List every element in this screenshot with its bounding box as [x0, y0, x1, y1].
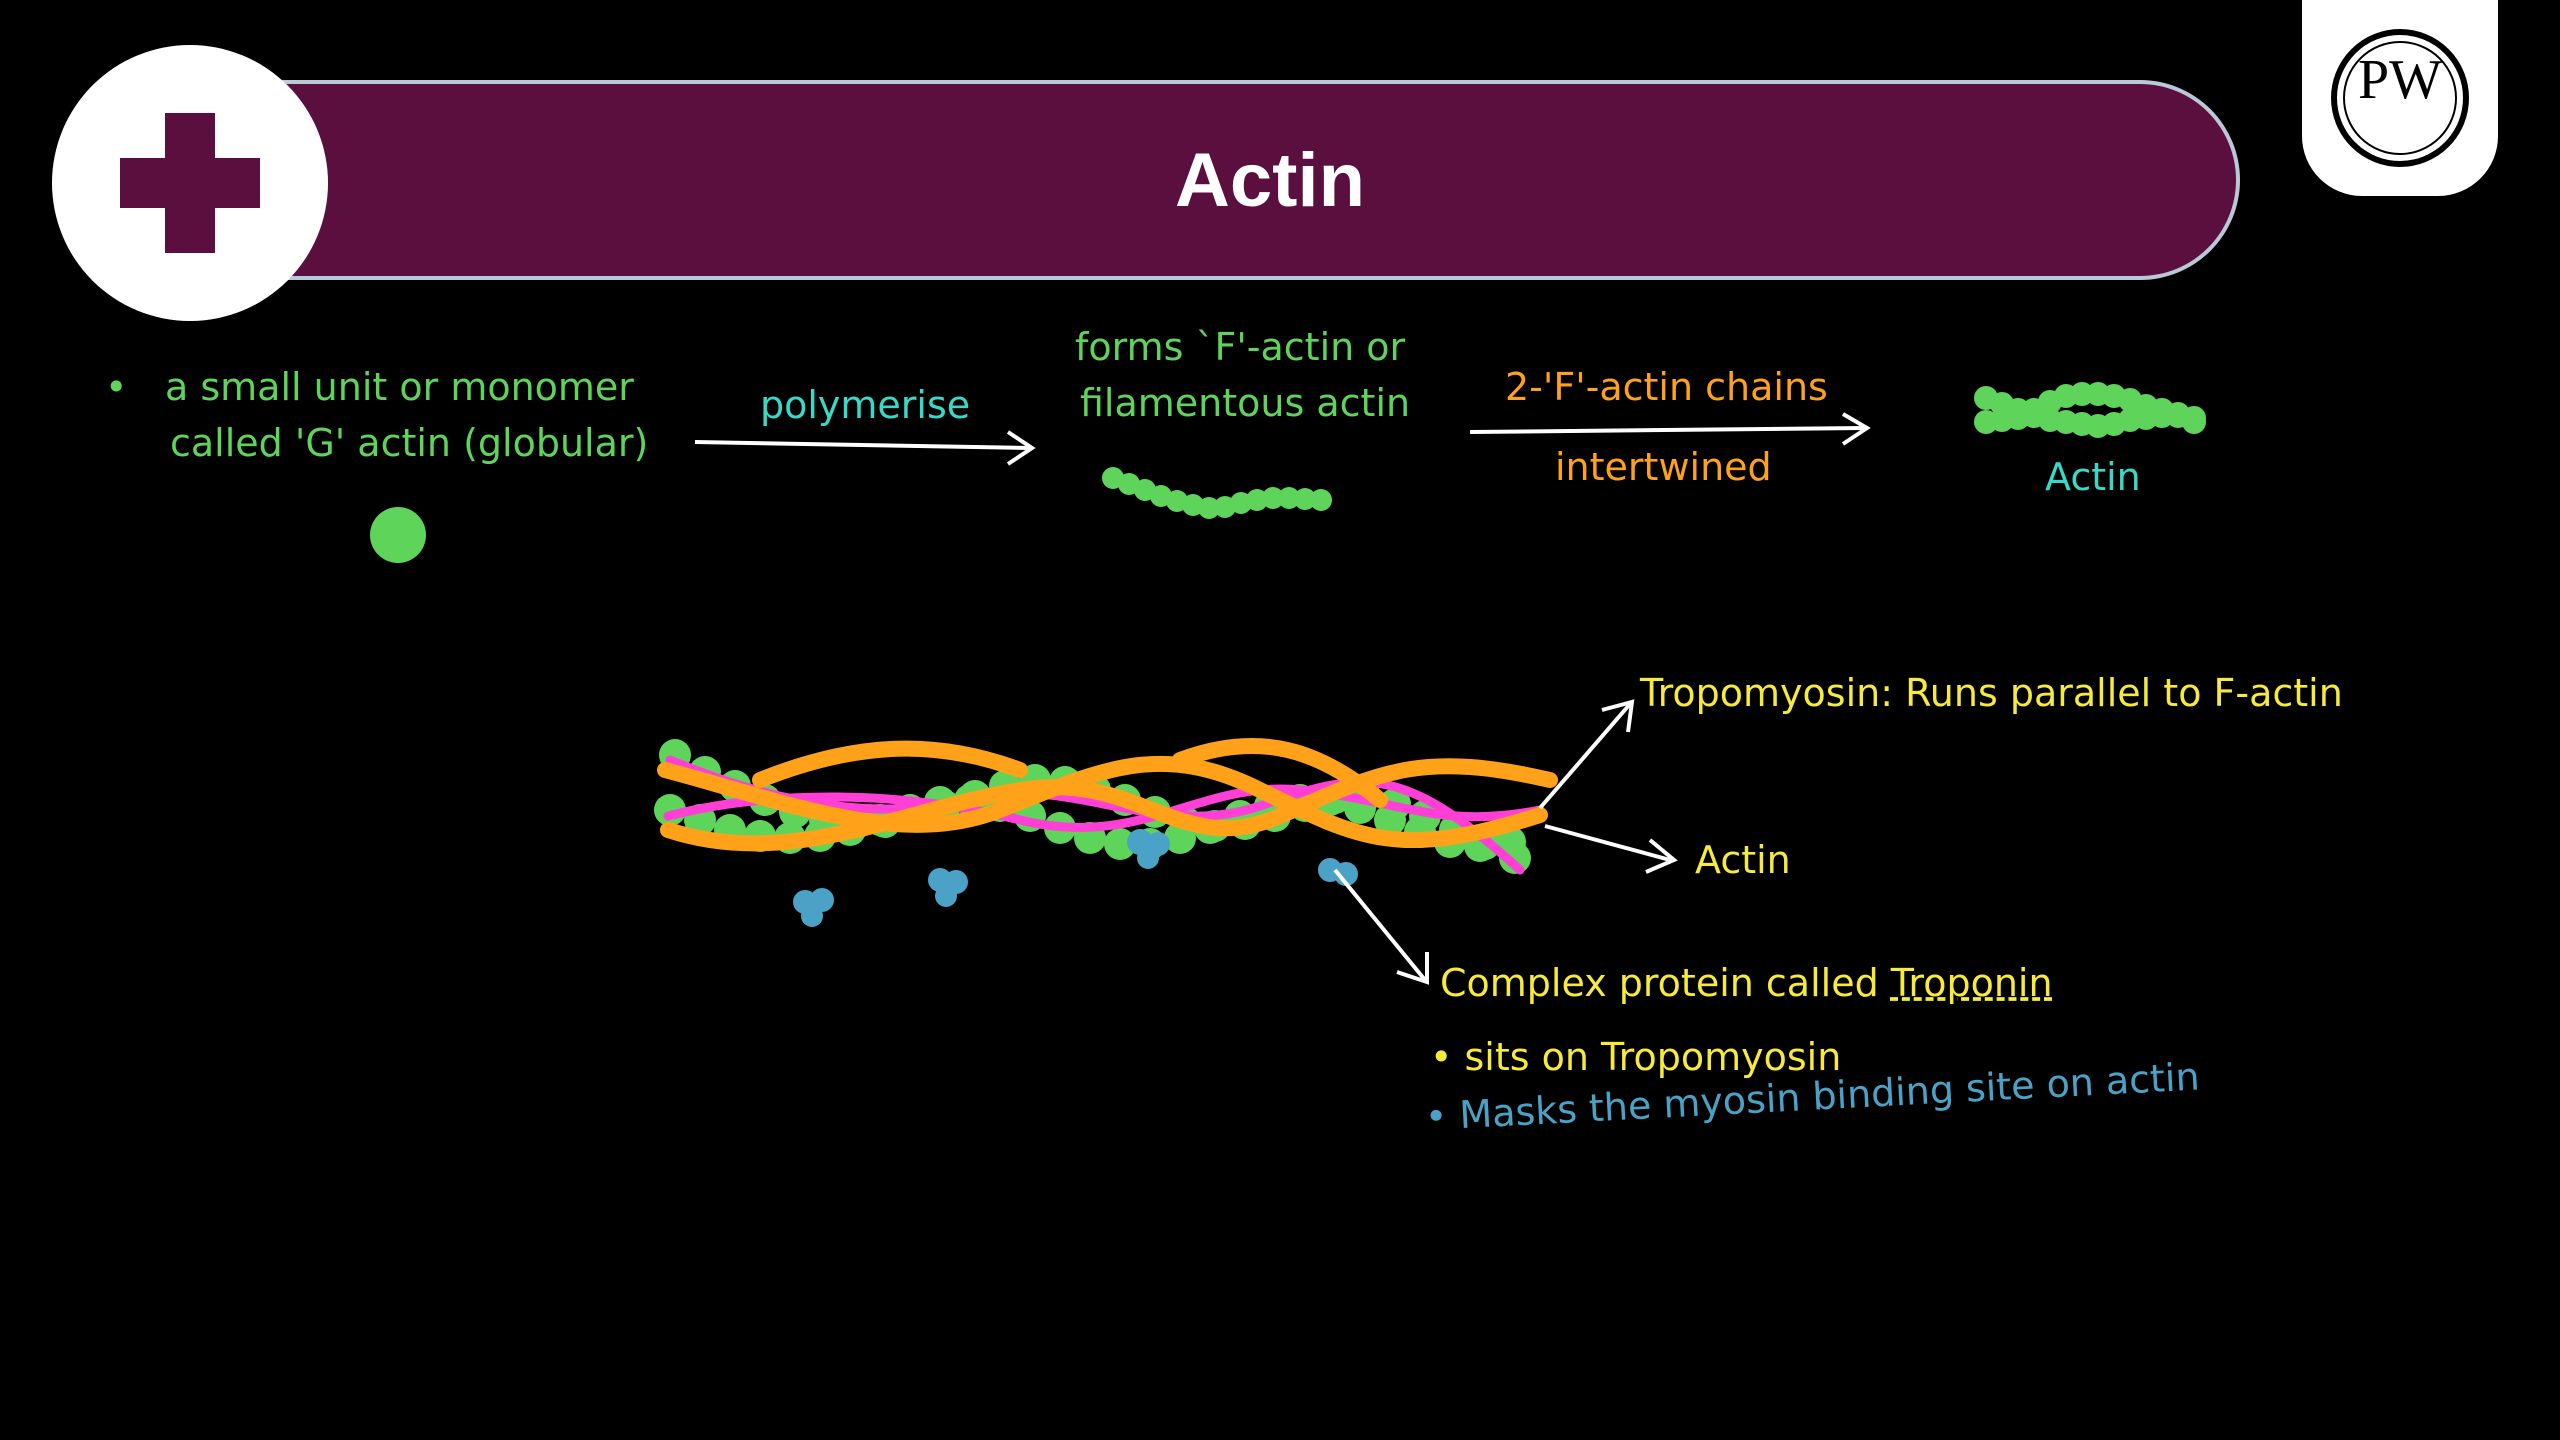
- troponin-heading: Complex protein called Troponin: [1440, 958, 2053, 1009]
- actin-small-label: Actin: [2045, 455, 2141, 499]
- factin-line2: filamentous actin: [1080, 381, 1411, 425]
- plus-icon: [120, 113, 260, 253]
- bullet-dot: •: [1430, 1035, 1465, 1079]
- pw-logo-tab: PW: [2302, 0, 2498, 196]
- actin-double-helix-small: [1974, 382, 2206, 438]
- gactin-monomer: [370, 507, 426, 563]
- chains-label: 2-'F'-actin chains: [1505, 365, 1828, 409]
- actin-label: Actin: [1695, 838, 1791, 882]
- troponin-term: Troponin: [1890, 961, 2053, 1005]
- thin-filament-diagram: [654, 737, 1558, 927]
- intertwine-arrow: [1469, 412, 1871, 446]
- svg-text:PW: PW: [2358, 49, 2442, 111]
- tropomyosin-arrow: [1538, 699, 1635, 810]
- factin-line1: forms `F'-actin or: [1075, 325, 1406, 369]
- pink-strands: [663, 755, 1545, 875]
- bullet-dot: •: [1423, 1093, 1461, 1139]
- monomer-line1: a small unit or monomer: [165, 365, 634, 409]
- bullet-1-text: sits on Tropomyosin: [1464, 1035, 1842, 1079]
- troponin-bullet-1: • sits on Tropomyosin: [1430, 1032, 1841, 1083]
- tropomyosin-label: Tropomyosin: Runs parallel to F-actin: [1640, 671, 2343, 715]
- monomer-line2: called 'G' actin (globular): [170, 421, 649, 465]
- polymerise-arrow: [694, 430, 1036, 466]
- pw-logo-icon: PW: [2331, 29, 2469, 167]
- intertwined-label: intertwined: [1555, 445, 1772, 489]
- troponin-arrow: [1333, 868, 1429, 985]
- tropomyosin-strands: [657, 737, 1558, 852]
- monomer-bullet-dot: •: [105, 365, 128, 409]
- plus-badge: [52, 45, 328, 321]
- troponin-complexes: [793, 829, 1358, 927]
- actin-arrow: [1544, 824, 1678, 874]
- factin-filament: [1102, 467, 1332, 519]
- page-title: Actin: [1175, 137, 1365, 223]
- polymerise-label: polymerise: [760, 383, 971, 427]
- title-bar: [250, 80, 2240, 280]
- troponin-heading-prefix: Complex protein called: [1440, 961, 1891, 1005]
